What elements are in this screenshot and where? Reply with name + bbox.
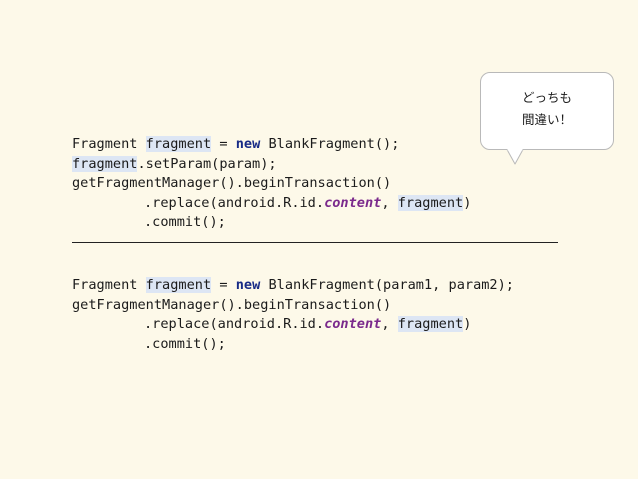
code-line: getFragmentManager().beginTransaction() (72, 174, 471, 194)
speech-bubble-tail (506, 148, 524, 165)
code-highlighted-token: fragment (397, 316, 464, 332)
divider-line (72, 242, 558, 243)
code-field: content (324, 316, 382, 332)
code-token: .replace(android.R.id. (144, 194, 325, 211)
code-token: .commit(); (144, 335, 226, 352)
code-line: Fragment fragment = new BlankFragment(pa… (72, 276, 514, 296)
code-token: ) (463, 316, 472, 332)
speech-bubble-text: どっちも 間違い！ (481, 87, 613, 131)
code-token: ) (463, 194, 472, 211)
code-highlighted-token: fragment (72, 155, 138, 172)
code-line: fragment.setParam(param); (72, 155, 471, 175)
code-line: .commit(); (72, 213, 471, 233)
code-keyword: new (235, 277, 261, 293)
code-token: BlankFragment(); (260, 136, 400, 152)
code-token: getFragmentManager().beginTransaction() (72, 175, 392, 191)
code-line: .commit(); (72, 335, 514, 355)
code-token: = (211, 136, 236, 152)
code-token: BlankFragment(param1, param2); (260, 277, 514, 293)
callout-line-2: 間違い！ (521, 112, 572, 127)
code-token: , (381, 316, 398, 332)
code-line: .replace(android.R.id.content, fragment) (72, 194, 471, 214)
speech-bubble: どっちも 間違い！ (480, 72, 614, 165)
code-token: .commit(); (144, 214, 226, 230)
code-token: = (211, 277, 236, 293)
code-line: getFragmentManager().beginTransaction() (72, 296, 514, 316)
code-highlighted-token: fragment (145, 277, 212, 293)
code-highlighted-token: fragment (397, 194, 464, 211)
code-keyword: new (235, 136, 261, 152)
code-field: content (324, 194, 382, 211)
code-highlighted-token: fragment (145, 136, 212, 152)
code-line: Fragment fragment = new BlankFragment(); (72, 135, 471, 155)
code-block-2: Fragment fragment = new BlankFragment(pa… (72, 276, 514, 354)
code-token: getFragmentManager().beginTransaction() (72, 296, 392, 313)
code-token: Fragment (72, 136, 146, 152)
code-token: Fragment (72, 277, 146, 293)
code-token: , (381, 194, 398, 211)
code-block-1: Fragment fragment = new BlankFragment();… (72, 135, 471, 233)
code-token: .setParam(param); (137, 155, 277, 172)
code-line: .replace(android.R.id.content, fragment) (72, 315, 514, 335)
code-token: .replace(android.R.id. (144, 316, 325, 332)
callout-line-1: どっちも (521, 90, 572, 105)
